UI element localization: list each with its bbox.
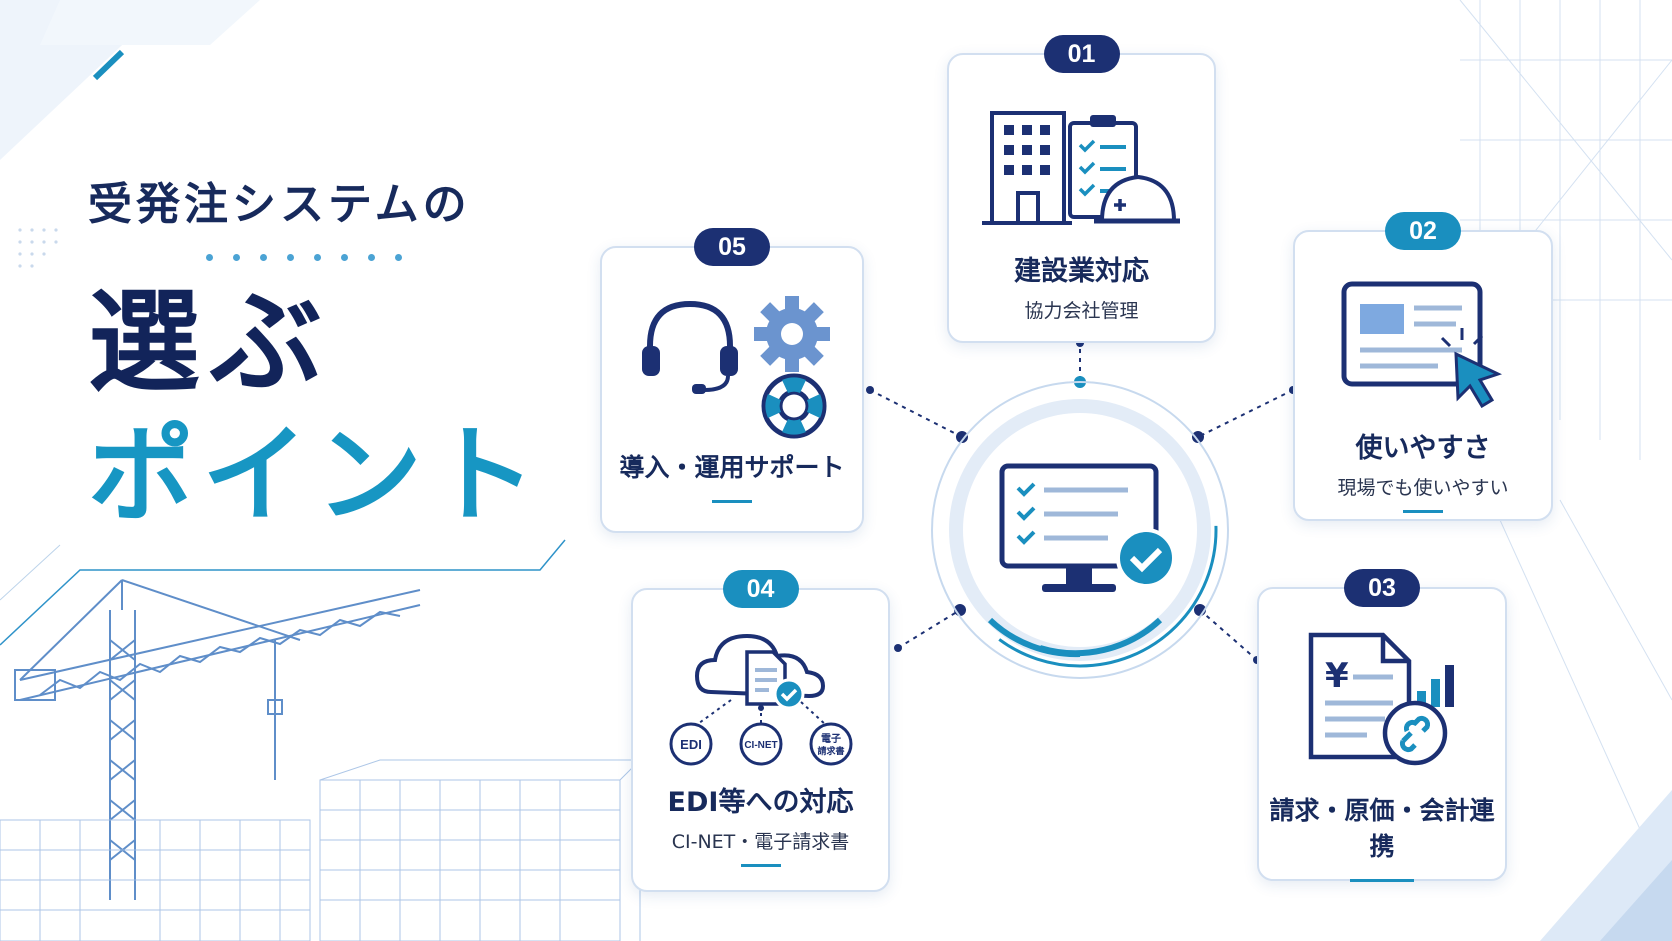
point-subtitle: 協力会社管理 — [1024, 300, 1139, 322]
headline: 受発注システムの 選ぶ ポイント — [88, 168, 544, 529]
central-hub — [930, 380, 1230, 680]
point-number-badge: 05 — [694, 228, 770, 266]
invoice-yen-link-icon: ¥ — [1308, 632, 1454, 766]
headline-main: 選ぶ — [88, 278, 332, 408]
point-title: 導入・運用サポート — [619, 453, 845, 482]
point-title: 請求・原価・会計連携 — [1269, 796, 1495, 861]
svg-text:¥: ¥ — [1325, 656, 1349, 696]
point-number-badge: 02 — [1385, 212, 1461, 250]
e-invoice-node-label-2: 請求書 — [817, 745, 844, 757]
point-subtitle: 現場でも使いやすい — [1337, 477, 1509, 499]
point-number-badge: 04 — [722, 570, 799, 608]
screen-cursor-icon — [1341, 281, 1503, 408]
point-number-badge: 03 — [1344, 569, 1420, 607]
edi-node-label: EDI — [680, 737, 702, 752]
cloud-document-icon: EDI CI-NET 電子 請求書 — [669, 633, 852, 766]
title-underline — [740, 864, 781, 867]
monitor-checklist-icon — [999, 463, 1176, 592]
title-underline — [712, 500, 752, 503]
point-card-04: 04 EDI CI-NET 電子 請求書 EDI等への対応 CI-NET・電子請… — [631, 570, 890, 892]
headset-gear-lifebuoy-icon — [642, 296, 830, 439]
point-card-01: 01 建設業対応 協力会社管理 — [947, 35, 1216, 343]
title-underline — [1350, 879, 1414, 882]
headline-accent: ポイント — [88, 414, 544, 537]
cinet-node-label: CI-NET — [744, 740, 777, 751]
point-card-03: 03 ¥ 請求・原価・会計連携 — [1257, 569, 1507, 882]
decorative-dots — [206, 254, 544, 261]
point-number-badge: 01 — [1043, 35, 1120, 73]
e-invoice-node-label-1: 電子 — [821, 733, 841, 745]
title-underline — [1403, 510, 1443, 513]
point-title: 建設業対応 — [1014, 256, 1149, 287]
point-card-05: 05 導入 — [600, 228, 864, 533]
building-checklist-hardhat-icon — [981, 111, 1180, 225]
headline-subtitle: 受発注システムの — [88, 179, 471, 230]
point-subtitle: CI-NET・電子請求書 — [671, 831, 850, 853]
point-card-02: 02 使いやすさ 現場でも使いやすい — [1293, 212, 1553, 521]
point-title: 使いやすさ — [1355, 433, 1491, 464]
point-title: EDI等への対応 — [667, 787, 854, 818]
